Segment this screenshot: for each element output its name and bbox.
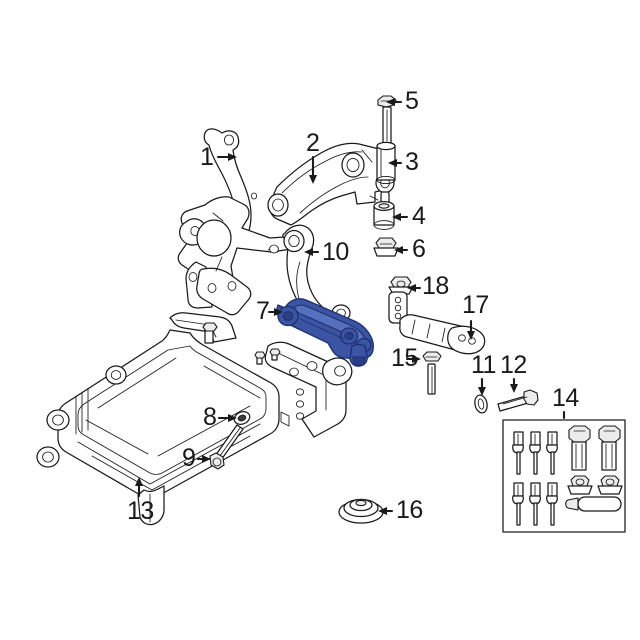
kit-tube xyxy=(565,496,622,512)
kit-hex-bolt xyxy=(568,425,591,471)
callout-16[interactable]: 16 xyxy=(396,496,423,524)
part-engine-cradle-subframe[interactable] xyxy=(36,312,353,526)
kit-stud xyxy=(546,482,558,526)
callout-11[interactable]: 11 xyxy=(471,351,496,379)
callout-6[interactable]: 6 xyxy=(412,235,426,263)
kit-stud xyxy=(512,482,524,526)
callout-15[interactable]: 15 xyxy=(391,344,418,372)
part-subframe-washer[interactable] xyxy=(232,409,251,426)
callout-17[interactable]: 17 xyxy=(462,291,489,319)
part-body-plug-cap[interactable] xyxy=(338,498,384,524)
callout-14[interactable]: 14 xyxy=(552,384,579,412)
part-hardware-kit[interactable] xyxy=(502,419,626,533)
part-oval-seal-washer[interactable] xyxy=(473,394,488,414)
callout-2[interactable]: 2 xyxy=(306,129,320,157)
callout-9[interactable]: 9 xyxy=(182,444,196,472)
kit-stud xyxy=(546,431,558,475)
callout-18[interactable]: 18 xyxy=(422,272,449,300)
kit-stud xyxy=(512,431,524,475)
part-steering-knuckle[interactable] xyxy=(177,128,307,316)
part-subframe-bolt[interactable] xyxy=(209,424,244,470)
callout-12[interactable]: 12 xyxy=(500,351,527,379)
kit-stud xyxy=(529,482,541,526)
part-adjusting-bolt[interactable] xyxy=(497,389,539,412)
kit-nut xyxy=(567,475,593,495)
kit-stud xyxy=(529,431,541,475)
callout-8[interactable]: 8 xyxy=(203,403,217,431)
callout-7[interactable]: 7 xyxy=(256,297,270,325)
callout-4[interactable]: 4 xyxy=(412,202,426,230)
part-lower-control-arm-front-highlighted[interactable] xyxy=(276,298,375,367)
callout-leaders xyxy=(135,98,566,515)
callout-13[interactable]: 13 xyxy=(127,497,154,525)
part-lower-bushing[interactable] xyxy=(373,200,395,230)
part-strut-rod-nut[interactable] xyxy=(388,276,414,295)
callout-3[interactable]: 3 xyxy=(405,148,419,176)
part-flange-nut[interactable] xyxy=(373,237,399,257)
part-lateral-arm-strut-rod[interactable] xyxy=(388,291,486,355)
callout-5[interactable]: 5 xyxy=(405,87,419,115)
callout-1[interactable]: 1 xyxy=(200,143,214,171)
callout-10[interactable]: 10 xyxy=(322,238,349,266)
kit-hex-bolt xyxy=(598,425,621,471)
part-bushing-sleeve[interactable] xyxy=(376,141,396,185)
part-lateral-link-bolt[interactable] xyxy=(422,351,442,395)
kit-nut xyxy=(597,475,623,495)
